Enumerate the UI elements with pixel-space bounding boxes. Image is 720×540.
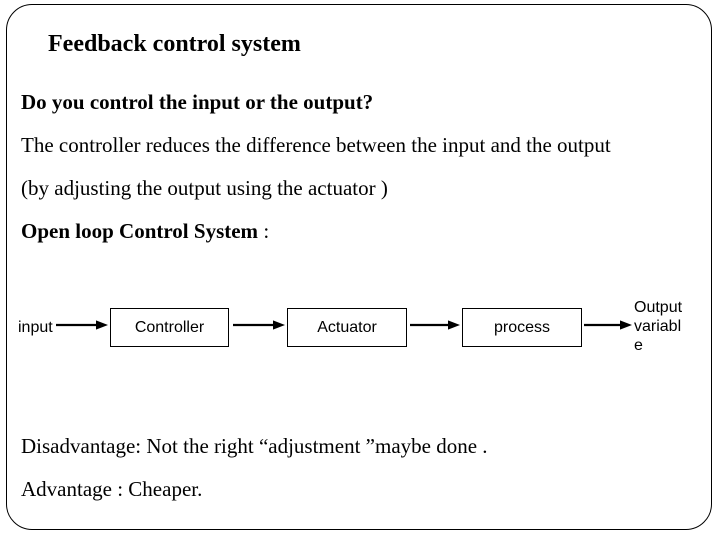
diagram-block-controller: Controller	[110, 308, 229, 347]
footer-disadvantage: Disadvantage: Not the right “adjustment …	[21, 434, 488, 458]
slide-border-frame	[6, 4, 712, 530]
slide-title: Feedback control system	[48, 31, 301, 57]
diagram-output-label-line: e	[634, 337, 643, 354]
diagram-output-label-line: Output	[634, 299, 683, 316]
open-loop-colon: :	[258, 219, 270, 243]
diagram-block-controller-label: Controller	[134, 318, 205, 336]
footer-advantage: Advantage : Cheaper.	[21, 477, 203, 501]
open-loop-label: Open loop Control System	[21, 219, 259, 243]
flow-arrow-icon	[584, 319, 632, 331]
diagram-block-process: process	[462, 308, 582, 347]
diagram-output-label: Output variabl e	[634, 298, 696, 355]
diagram-output-label-line: variabl	[634, 318, 682, 335]
diagram-block-actuator: Actuator	[287, 308, 407, 347]
diagram-block-process-label: process	[493, 318, 551, 336]
body-question: Do you control the input or the output?	[21, 90, 374, 114]
flow-arrow-icon	[56, 319, 108, 331]
diagram-input-label: input	[18, 319, 53, 336]
diagram-block-actuator-label: Actuator	[317, 318, 377, 336]
flow-arrow-icon	[410, 319, 460, 331]
body-open-loop-heading: Open loop Control System :	[21, 219, 269, 244]
body-parenthetical: (by adjusting the output using the actua…	[21, 176, 388, 200]
body-explanation: The controller reduces the difference be…	[21, 133, 611, 157]
flow-arrow-icon	[233, 319, 285, 331]
